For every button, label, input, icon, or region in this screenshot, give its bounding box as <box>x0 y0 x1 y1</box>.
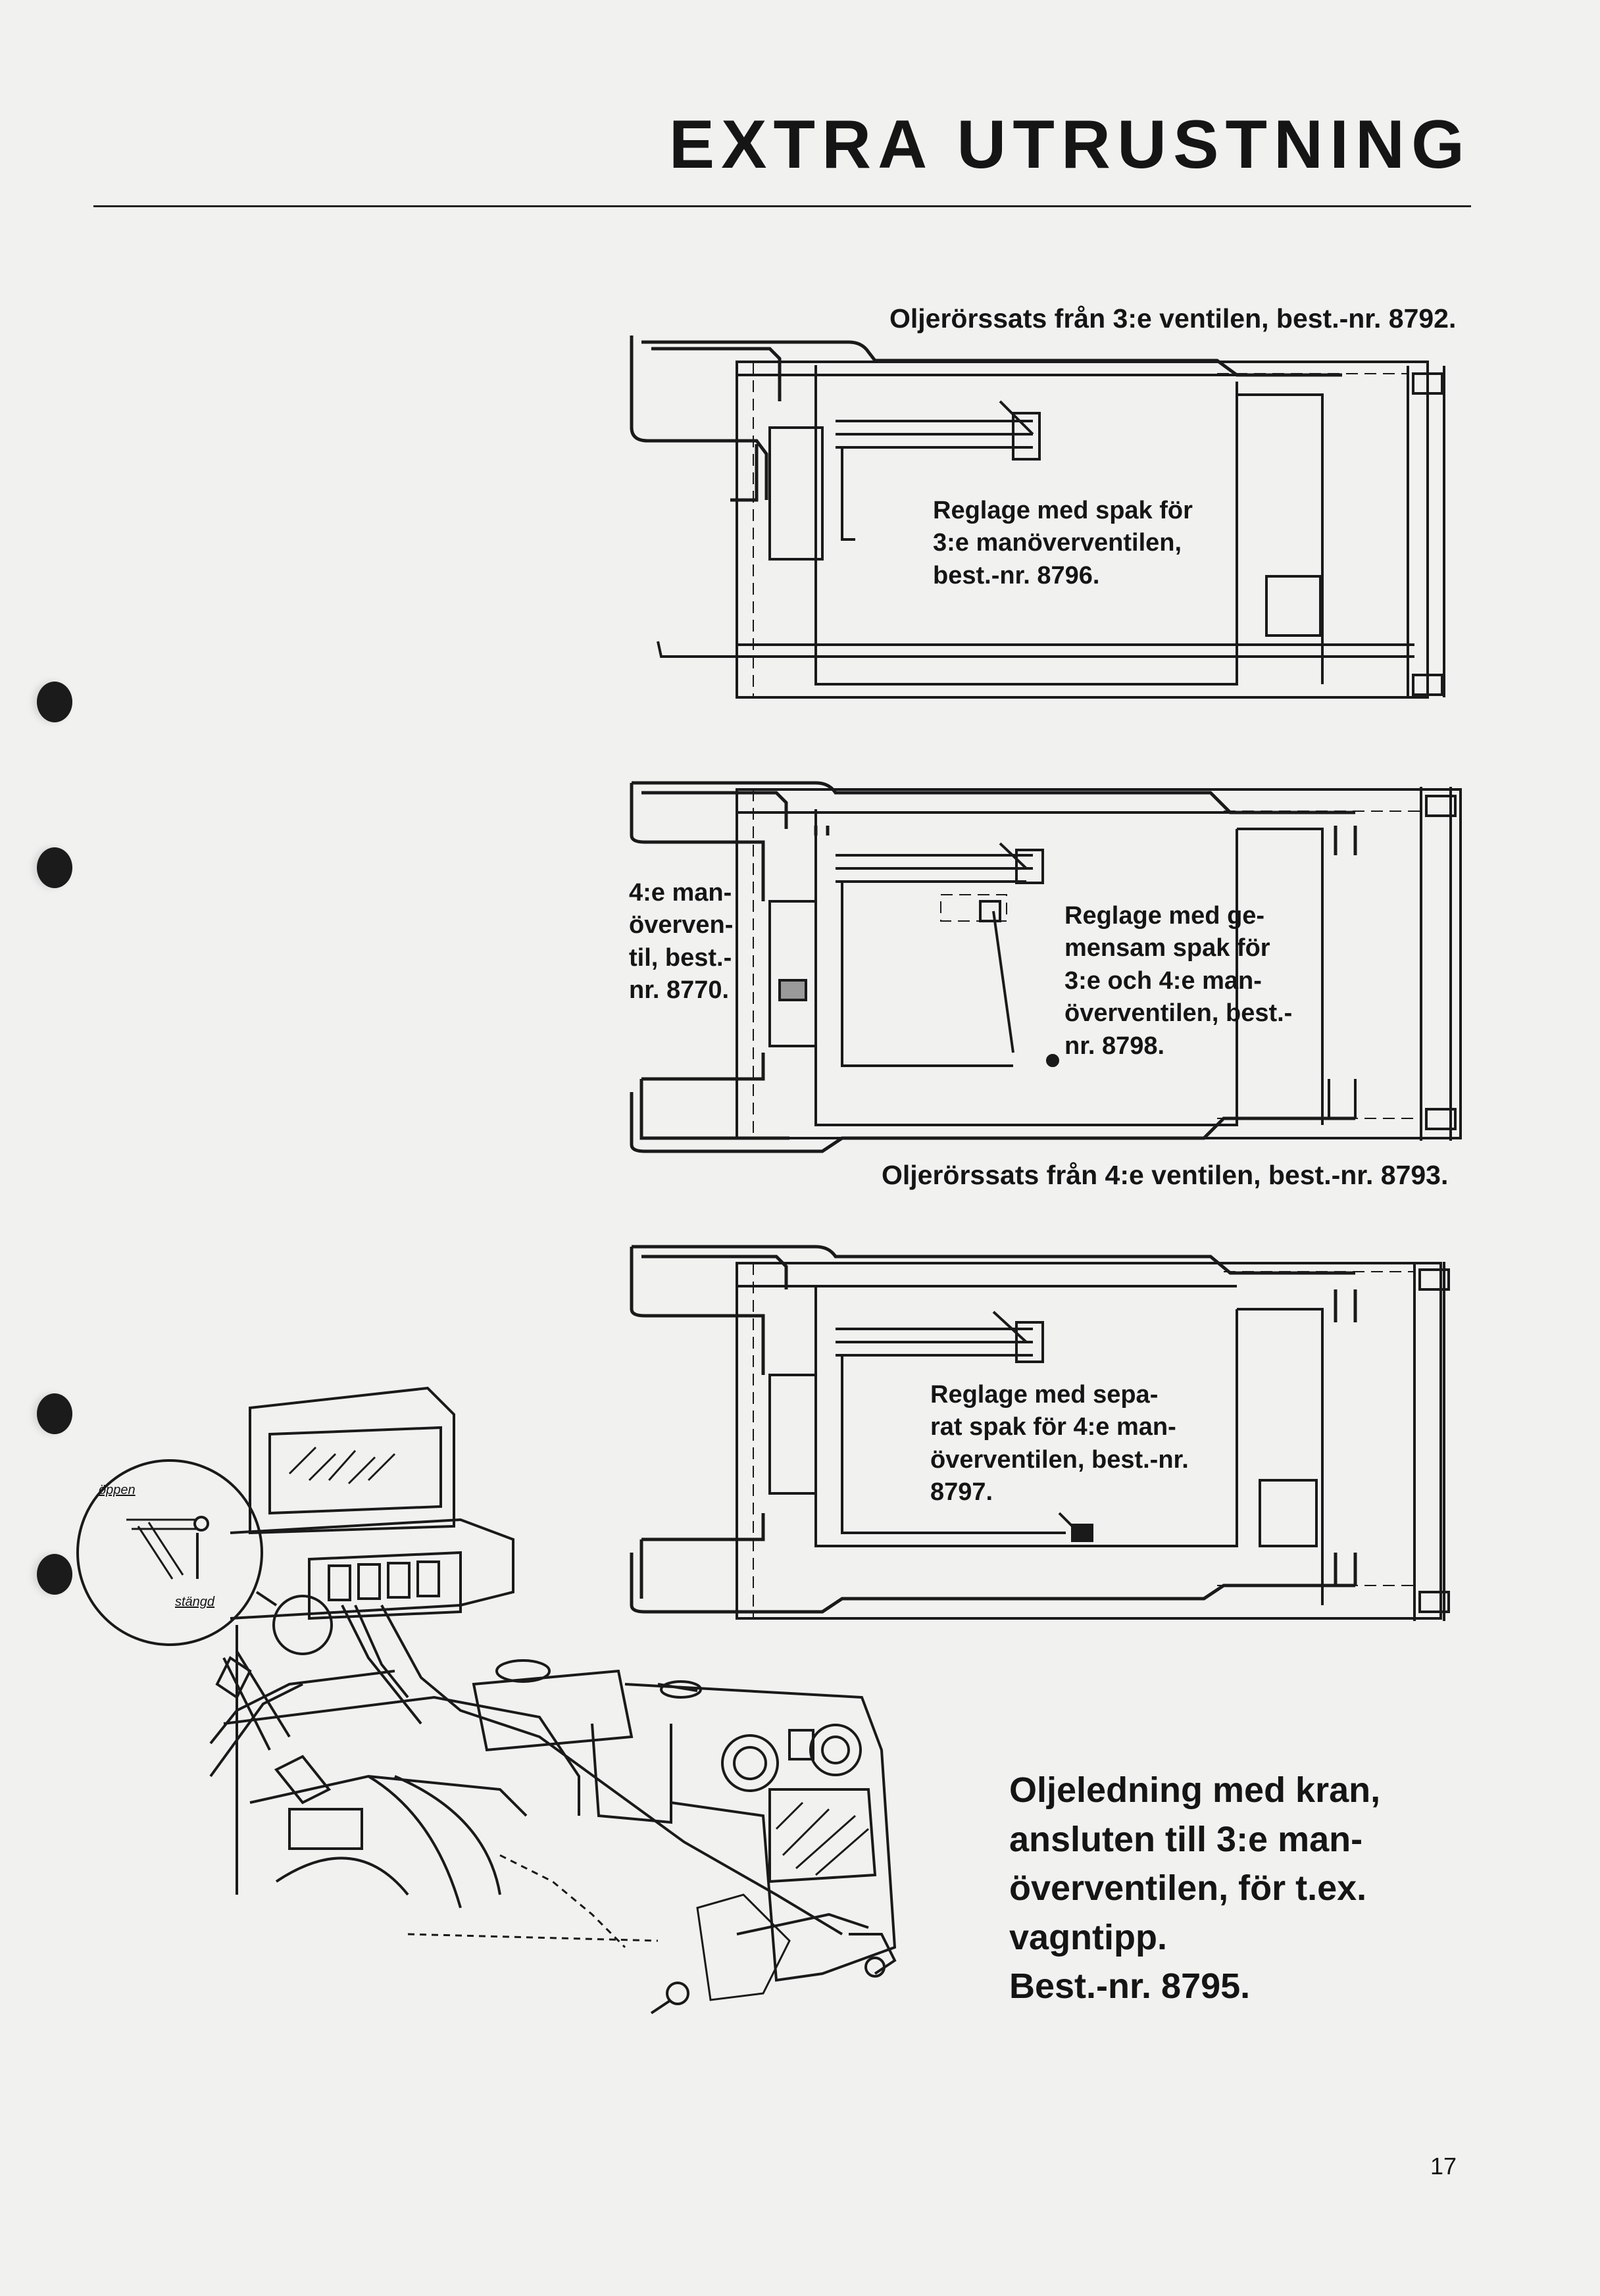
caption-common-lever: Reglage med ge- mensam spak för 3:e och … <box>1064 900 1314 1062</box>
valve-detail-inset <box>76 1459 278 1646</box>
frame-diagram-2 <box>736 787 1462 1141</box>
title-rule <box>93 205 1471 207</box>
caption-line: Reglage med ge- <box>1064 902 1265 930</box>
caption-line: 8797. <box>930 1478 993 1507</box>
caption-line: överventilen, för t.ex. <box>1009 1868 1367 1909</box>
caption-line: ansluten till 3:e man- <box>1009 1819 1363 1859</box>
page-title: EXTRA UTRUSTNING <box>668 107 1471 183</box>
pipe-kit-3rd-valve <box>630 336 1342 502</box>
caption-line: Oljeledning med kran, <box>1009 1770 1381 1810</box>
frame-diagram-3 <box>736 1262 1450 1621</box>
inset-label-closed: stängd <box>175 1595 215 1609</box>
caption-kit-4th-valve: Oljerörssats från 4:e ventilen, best.-nr… <box>882 1160 1449 1190</box>
pipe-lines-diagram-3 <box>630 1245 1357 1614</box>
caption-line: överventilen, best.- <box>1064 999 1293 1028</box>
page-number: 17 <box>1430 2153 1457 2180</box>
caption-line: vagntipp. <box>1009 1917 1167 1957</box>
caption-line: 3:e manöverventilen, <box>933 529 1182 557</box>
caption-line: til, best.- <box>629 943 732 972</box>
caption-line: rat spak för 4:e man- <box>930 1413 1176 1441</box>
caption-separate-lever: Reglage med sepa- rat spak för 4:e man- … <box>930 1379 1220 1509</box>
caption-oil-line: Oljeledning med kran, ansluten till 3:e … <box>1009 1766 1417 2011</box>
caption-line: 3:e och 4:e man- <box>1064 966 1262 995</box>
caption-line: Best.-nr. 8795. <box>1009 1966 1251 2007</box>
caption-fourth-valve: 4:e man- överven- til, best.- nr. 8770. <box>629 877 751 1007</box>
binder-hole <box>37 1554 72 1595</box>
caption-line: Reglage med spak för <box>933 497 1193 524</box>
caption-line: överventilen, best.-nr. <box>930 1445 1189 1474</box>
inset-label-open: öppen <box>99 1483 136 1497</box>
caption-line: 4:e man- <box>629 879 732 907</box>
caption-line: överven- <box>629 911 734 939</box>
caption-line: nr. 8798. <box>1064 1032 1165 1060</box>
binder-hole <box>37 682 72 722</box>
caption-line: mensam spak för <box>1064 934 1270 962</box>
binder-hole <box>37 1393 72 1434</box>
caption-line: best.-nr. 8796. <box>933 561 1100 589</box>
binder-hole <box>37 847 72 888</box>
pipe-kit-4th-valve <box>630 781 1357 1153</box>
caption-line: Reglage med sepa- <box>930 1381 1159 1409</box>
caption-line: nr. 8770. <box>629 976 730 1005</box>
tractor-illustration <box>209 1386 897 2014</box>
caption-lever-3rd-valve: Reglage med spak för 3:e manöverventilen… <box>933 495 1216 592</box>
caption-kit-3rd-valve: Oljerörssats från 3:e ventilen, best.-nr… <box>889 303 1457 334</box>
